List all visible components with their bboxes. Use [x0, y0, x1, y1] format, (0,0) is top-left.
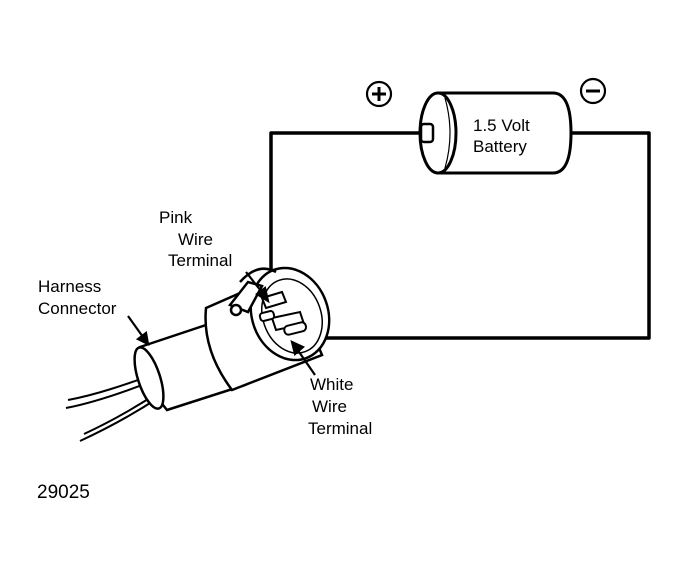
harness-leader — [127, 315, 144, 338]
pink-label-line1: Pink — [159, 208, 193, 227]
positive-lead-wire — [269, 131, 428, 300]
callout-arrows — [127, 271, 316, 376]
white-label-line1: White — [310, 375, 353, 394]
harness-label-line1: Harness — [38, 277, 101, 296]
figure-number: 29025 — [37, 482, 90, 503]
positive-symbol-icon — [365, 80, 393, 108]
battery — [418, 91, 573, 175]
circuit-wires — [269, 131, 651, 340]
battery-body — [436, 91, 573, 175]
pink-label-line2: Wire — [178, 230, 213, 249]
negative-symbol-icon — [579, 77, 607, 105]
pink-label-line3: Terminal — [168, 251, 232, 270]
battery-positive-nub — [419, 122, 435, 144]
negative-lead-wire — [293, 131, 651, 340]
pink-wire-terminal — [260, 290, 288, 310]
white-terminal-arrowhead — [290, 340, 306, 357]
battery-label-line2: Battery — [473, 137, 527, 156]
white-label-line3: Terminal — [308, 419, 372, 438]
harness-label-line2: Connector — [38, 299, 117, 318]
pink-terminal-arrowhead — [255, 286, 270, 304]
harness-connector — [133, 266, 331, 412]
white-label-line2: Wire — [312, 397, 347, 416]
connector-terminals — [258, 290, 308, 336]
harness-arrowhead — [135, 331, 150, 346]
battery-label-line1: 1.5 Volt — [473, 116, 530, 135]
white-terminal-leader — [296, 348, 316, 376]
